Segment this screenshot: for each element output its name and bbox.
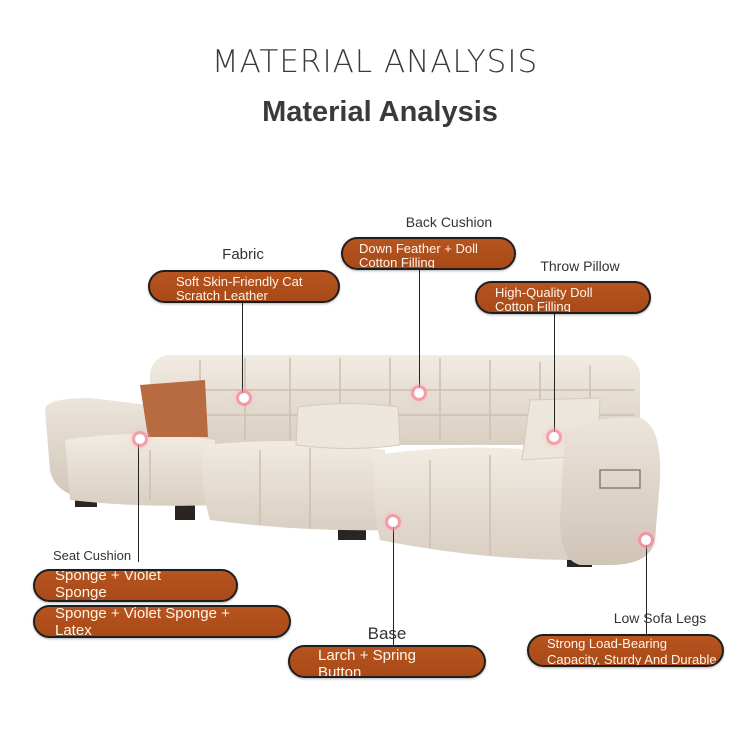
- fabric-label: Fabric: [222, 246, 264, 263]
- base-line2: Button: [318, 664, 362, 678]
- throw-pillow-pill: High-Quality Doll Cotton Filling: [475, 281, 651, 314]
- seat-option2-pill: Sponge + Violet Sponge + Latex: [33, 605, 291, 638]
- legs-line1: Strong Load-Bearing: [547, 636, 667, 651]
- fabric-line2: Scratch Leather: [176, 288, 268, 303]
- legs-pill: Strong Load-Bearing Capacity, Sturdy And…: [527, 634, 724, 667]
- legs-label: Low Sofa Legs: [613, 610, 707, 626]
- right-seat: [373, 447, 575, 560]
- fabric-hotspot[interactable]: [239, 393, 249, 403]
- back-cushion-leader-line: [419, 269, 420, 393]
- page-subtitle: Material Analysis: [262, 96, 498, 128]
- left-seat: [65, 434, 215, 506]
- back-cushion-hotspot[interactable]: [414, 388, 424, 398]
- page-title: MATERIAL ANALYSIS: [211, 44, 539, 80]
- legs-line2: Capacity, Sturdy And Durable: [547, 652, 717, 667]
- right-arm: [560, 417, 661, 565]
- throw-pillow-hotspot[interactable]: [549, 432, 559, 442]
- back-cushion-pill: Down Feather + Doll Cotton Filling: [341, 237, 516, 270]
- seat-option1-line1: Sponge + Violet: [55, 569, 162, 584]
- seat-leader-line: [138, 440, 139, 562]
- fabric-pill: Soft Skin-Friendly Cat Scratch Leather: [148, 270, 340, 303]
- back-cushion-line2: Cotton Filling: [359, 255, 435, 270]
- seat-hotspot[interactable]: [135, 434, 145, 444]
- sofa-back: [150, 355, 640, 445]
- back-cushion-line1: Down Feather + Doll: [359, 241, 478, 256]
- seat-option2-line1: Sponge + Violet Sponge +: [55, 605, 230, 622]
- seat-option1-line2: Sponge: [55, 584, 107, 601]
- base-hotspot[interactable]: [388, 517, 398, 527]
- seat-option2-line2: Latex: [55, 622, 92, 638]
- throw-pillow-label: Throw Pillow: [540, 258, 620, 274]
- base-pill: Larch + Spring Button: [288, 645, 486, 678]
- back-cushion-label: Back Cushion: [405, 214, 493, 230]
- throw-pillow-line1: High-Quality Doll: [495, 285, 593, 300]
- legs-leader-line: [646, 540, 647, 634]
- throw-pillow-line2: Cotton Filling: [495, 299, 571, 314]
- brown-pillow: [140, 380, 208, 437]
- seat-cushion-label: Seat Cushion: [53, 548, 132, 563]
- middle-seat: [202, 441, 385, 531]
- center-pillow: [295, 403, 401, 449]
- throw-pillow-leader-line: [554, 313, 555, 437]
- fabric-line1: Soft Skin-Friendly Cat: [176, 274, 303, 289]
- seat-option1-pill: Sponge + Violet Sponge: [33, 569, 238, 602]
- legs-hotspot[interactable]: [641, 535, 651, 545]
- fabric-leader-line: [242, 302, 243, 398]
- base-line1: Larch + Spring: [318, 647, 416, 664]
- base-label: Base: [367, 624, 407, 643]
- base-leader-line: [393, 522, 394, 645]
